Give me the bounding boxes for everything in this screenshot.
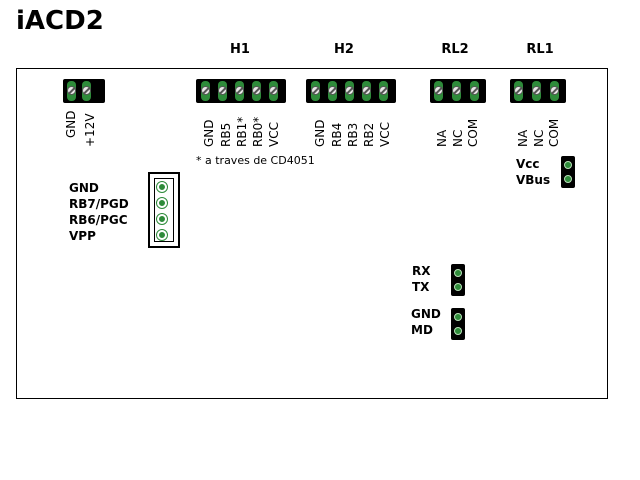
power-terminal [63, 79, 105, 103]
icsp-label-rb7: RB7/PGD [69, 197, 129, 211]
power-label-12v: +12V [83, 113, 97, 147]
rl1-label-na: NA [516, 129, 530, 147]
jumper-gndmd-label-gnd: GND [411, 307, 441, 321]
header-rl1: RL1 [526, 42, 554, 57]
jumper-gnd-md[interactable] [451, 308, 465, 340]
rl1-label-nc: NC [532, 129, 546, 147]
rl2-label-na: NA [435, 129, 449, 147]
h1-label-rb1: RB1* [235, 116, 249, 147]
h2-label-rb2: RB2 [362, 122, 376, 147]
jumper-vcc-label-vbus: VBus [516, 173, 551, 187]
h1-terminal [196, 79, 286, 103]
rl2-terminal [430, 79, 486, 103]
rl2-label-nc: NC [451, 129, 465, 147]
icsp-label-gnd: GND [69, 181, 99, 195]
icsp-label-vpp: VPP [69, 229, 96, 243]
header-h1: H1 [230, 42, 250, 57]
jumper-rxtx-label-tx: TX [412, 280, 430, 294]
jumper-vcc-vbus[interactable] [561, 156, 575, 188]
board-outline [16, 68, 608, 399]
h2-label-vcc: VCC [378, 122, 392, 147]
header-h2: H2 [334, 42, 354, 57]
h2-label-gnd: GND [313, 119, 327, 147]
h1-label-gnd: GND [202, 119, 216, 147]
h2-label-rb4: RB4 [330, 122, 344, 147]
header-rl2: RL2 [441, 42, 469, 57]
rl1-label-com: COM [547, 118, 561, 147]
icsp-connector [148, 172, 180, 248]
footnote: * a traves de CD4051 [196, 154, 315, 167]
jumper-rx-tx[interactable] [451, 264, 465, 296]
jumper-gndmd-label-md: MD [411, 323, 433, 337]
h1-label-rb5: RB5 [219, 122, 233, 147]
h2-terminal [306, 79, 396, 103]
h2-label-rb3: RB3 [346, 122, 360, 147]
power-label-gnd: GND [64, 110, 78, 138]
h1-label-vcc: VCC [267, 122, 281, 147]
h1-label-rb0: RB0* [251, 116, 265, 147]
rl1-terminal [510, 79, 566, 103]
jumper-rxtx-label-rx: RX [412, 264, 431, 278]
jumper-vcc-label-vcc: Vcc [516, 157, 540, 171]
icsp-label-rb6: RB6/PGC [69, 213, 128, 227]
rl2-label-com: COM [466, 118, 480, 147]
page-title: iACD2 [16, 6, 104, 36]
